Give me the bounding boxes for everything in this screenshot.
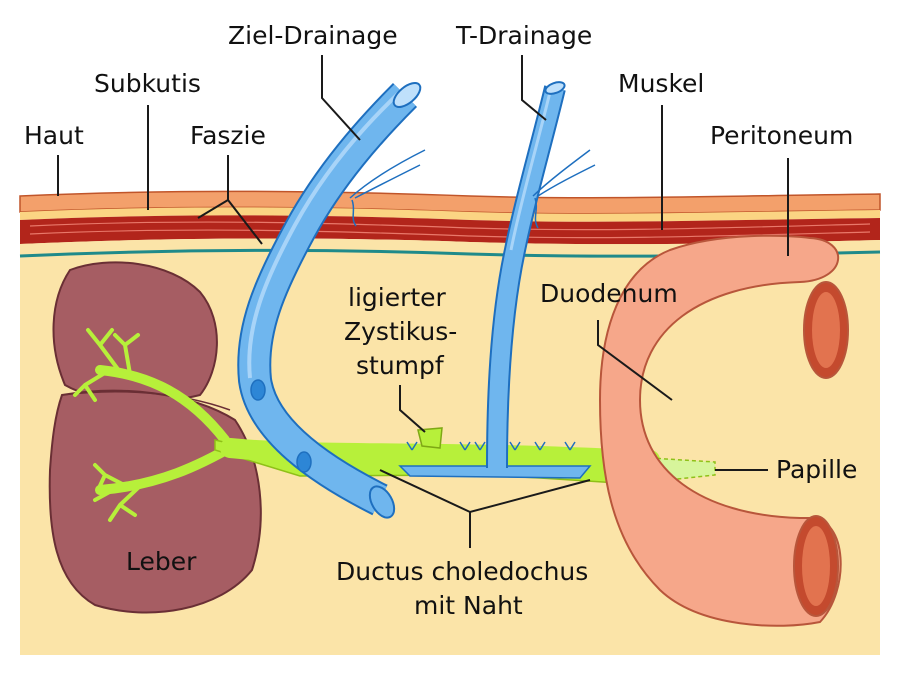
bile-duct-upper-branch [95,365,230,445]
label-peritoneum: Peritoneum [710,121,853,150]
label-muskel: Muskel [618,69,704,98]
ziel-drain-side-hole [296,451,312,473]
label-ziel-drainage: Ziel-Drainage [228,21,398,50]
ziel-drainage-tube [237,82,422,519]
label-haut: Haut [24,121,84,150]
leader-ductus [379,469,591,548]
liver [48,261,262,614]
label-duodenum: Duodenum [540,279,678,308]
ziel-drain-bottom-opening [368,485,396,519]
duodenum-lower-lumen-inner [802,526,830,606]
label-ligierter-line3: stumpf [356,351,445,380]
label-t-drainage: T-Drainage [455,21,592,50]
label-leber: Leber [126,547,197,576]
label-ligierter-line1: ligierter [348,283,447,312]
bile-duct-lower-twigs [93,463,142,522]
label-ductus-line1: Ductus choledochus [336,557,588,586]
liver-fissure [61,391,231,411]
label-faszie: Faszie [190,121,266,150]
duodenum [598,234,849,627]
label-subkutis: Subkutis [94,69,201,98]
liver-lower-lobe [48,389,262,614]
liver-upper-lobe [52,261,218,403]
t-drainage-tube [486,81,566,469]
muscle-fibers [29,221,871,239]
leader-duodenum [597,320,673,401]
bile-duct-upper-twigs [73,328,140,402]
leader-zystikus [399,385,426,433]
label-ductus-line2: mit Naht [414,591,523,620]
leader-t-drainage [521,55,547,121]
cystic-stump [417,427,443,449]
label-ligierter-line2: Zystikus- [344,317,457,346]
subcutis-layer [20,207,880,222]
suture-mark-icon [406,441,576,451]
skin-suture-threads [349,149,596,229]
leader-faszie [197,155,263,245]
label-papille: Papille [776,455,857,484]
ziel-drain-top-opening [392,82,422,108]
duodenum-upper-lumen-inner [812,292,840,368]
abdominal-wall [19,190,881,258]
ziel-drain-side-hole [250,379,266,401]
leader-ziel-drainage [321,55,361,141]
t-drain-top-opening [544,81,566,95]
leader-lines [57,55,789,548]
t-drain-horizontal-limb [398,465,592,479]
